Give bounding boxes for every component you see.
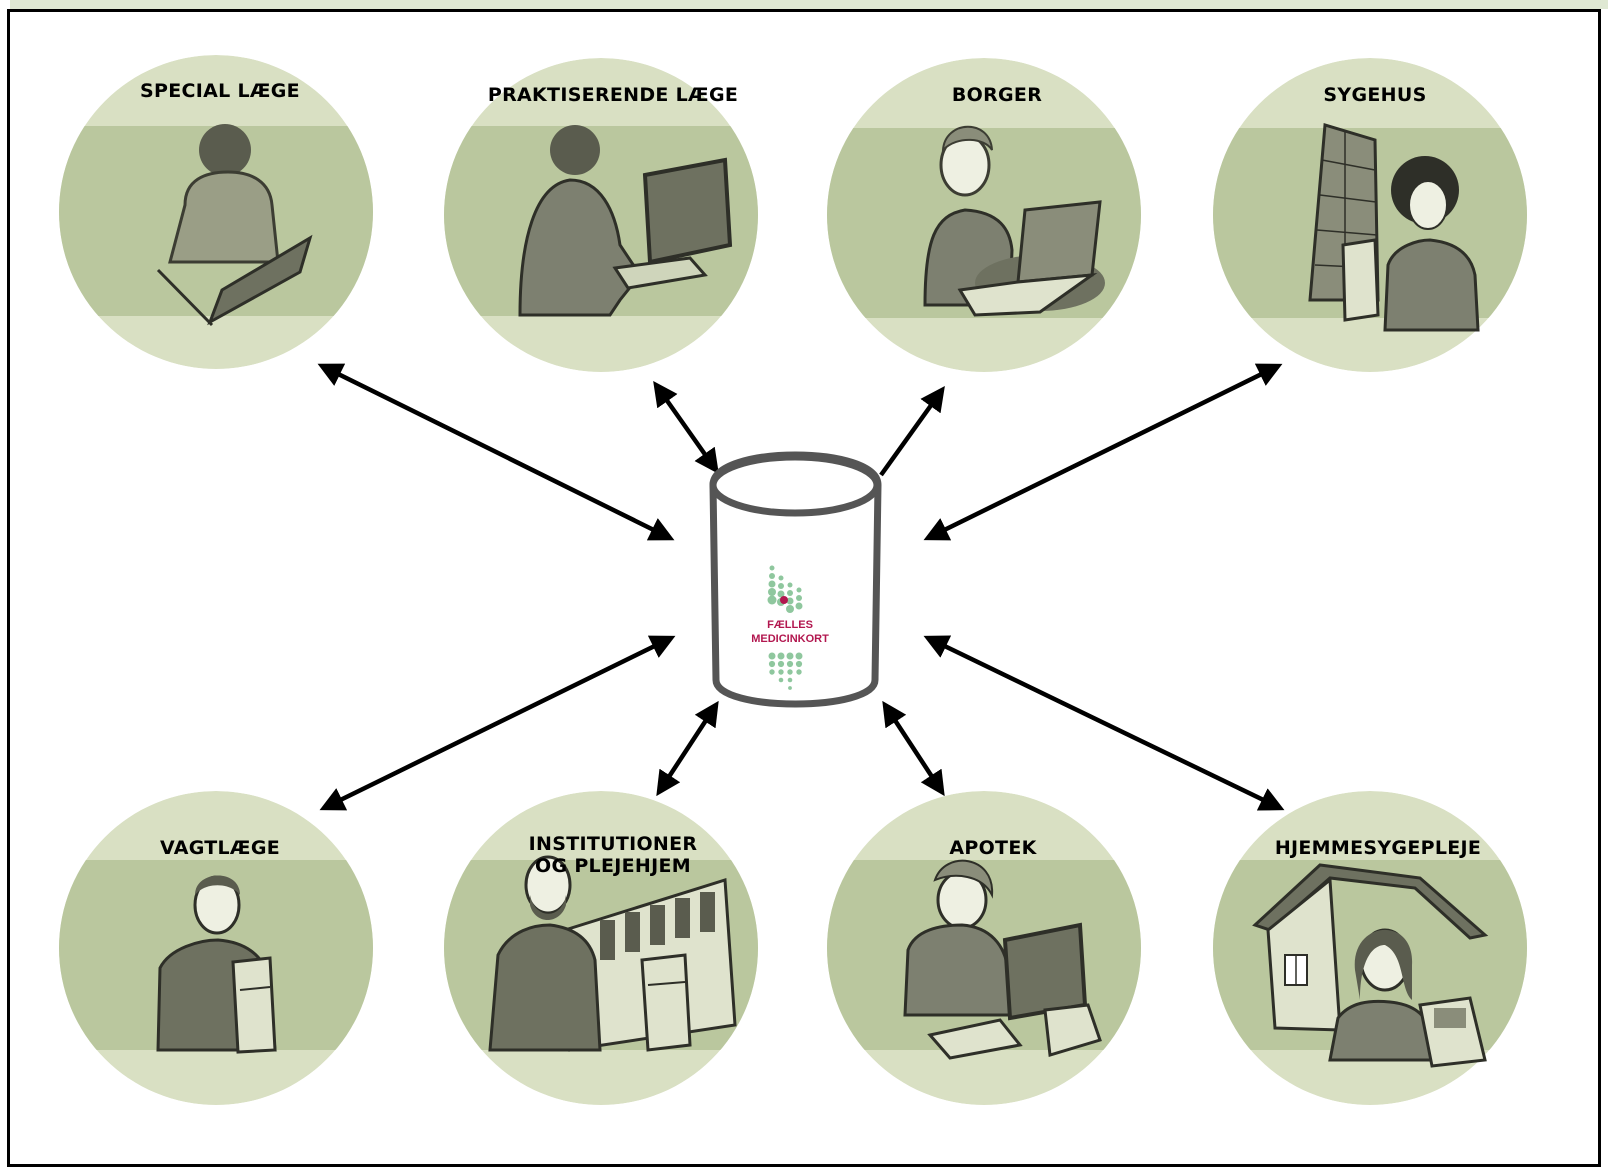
doctor-laptop-icon: [156, 124, 313, 327]
hospital-icon: [1308, 123, 1480, 332]
label-praktiserende-laege: PRAKTISERENDE LÆGE: [487, 84, 739, 106]
label-sygehus: SYGEHUS: [1323, 84, 1427, 106]
label-institutioner-line2: OG PLEJEHJEM: [535, 855, 691, 877]
label-hjemmesygepleje: HJEMMESYGEPLEJE: [1274, 837, 1482, 859]
node-hjemmesygepleje: [1213, 791, 1527, 1105]
node-borger: [827, 58, 1141, 372]
logo-dots-bottom: [768, 652, 803, 690]
arrow-sygehus: [923, 363, 1283, 541]
node-special-laege: [59, 55, 373, 369]
node-praktiserende-laege: [444, 58, 758, 372]
nursing-home-icon: [488, 855, 737, 1052]
node-apotek: [827, 791, 1141, 1105]
doctor-computer-icon: [518, 125, 733, 317]
node-vagtlaege: [59, 791, 373, 1105]
home-nurse-pda-icon: [1252, 863, 1489, 1068]
citizen-laptop-icon: [923, 125, 1105, 317]
arrow-special-laege: [317, 363, 675, 541]
pharmacist-computer-icon: [903, 859, 1102, 1060]
hub-database: FÆLLES MEDICINKORT: [709, 451, 882, 708]
doctor-server-icon: [156, 875, 277, 1054]
label-vagtlaege: VAGTLÆGE: [159, 837, 281, 859]
label-institutioner: INSTITUTIONER: [528, 833, 698, 855]
logo-line1: FÆLLES: [767, 619, 813, 631]
label-apotek: APOTEK: [949, 837, 1037, 859]
arrow-apotek: [882, 700, 945, 797]
label-special-laege: SPECIAL LÆGE: [140, 80, 300, 102]
arrow-hjemmesygepleje: [923, 635, 1285, 811]
arrow-institutioner: [656, 700, 719, 797]
connection-arrows: [317, 363, 1285, 811]
arrow-praktiserende-laege: [653, 380, 719, 475]
label-borger: BORGER: [951, 84, 1043, 106]
arrow-vagtlaege: [319, 635, 676, 811]
faelles-medicinkort-logo: FÆLLES MEDICINKORT: [751, 565, 829, 690]
top-band: [10, 0, 1608, 9]
logo-red-dot: [780, 596, 788, 604]
arrow-borger: [879, 385, 945, 477]
node-institutioner: [444, 791, 758, 1105]
logo-line2: MEDICINKORT: [751, 633, 829, 645]
node-sygehus: [1213, 58, 1527, 372]
